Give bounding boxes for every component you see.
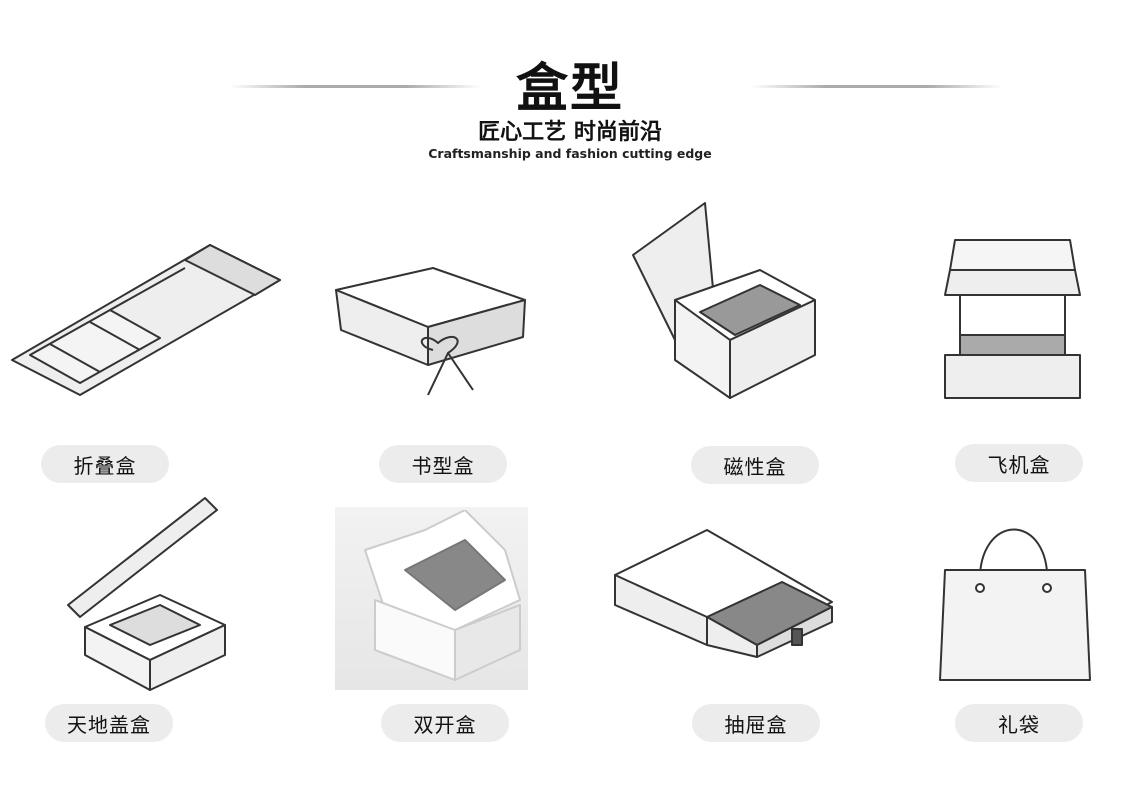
box-type-mailer[interactable]: 飞机盒 — [955, 444, 1083, 482]
magnetic-box-icon — [632, 202, 816, 399]
box-type-label: 飞机盒 — [987, 452, 1051, 477]
box-type-lid-base[interactable]: 天地盖盒 — [45, 704, 173, 742]
box-type-label: 礼袋 — [998, 712, 1040, 737]
lid-base-box-icon — [67, 497, 226, 691]
drawer-box-icon — [614, 529, 833, 658]
box-type-double-open[interactable]: 双开盒 — [381, 704, 509, 742]
box-type-label: 双开盒 — [413, 712, 477, 737]
box-type-drawer[interactable]: 抽屉盒 — [692, 704, 820, 742]
page-subtitle-english: Craftsmanship and fashion cutting edge — [428, 146, 712, 161]
box-type-label: 抽屉盒 — [724, 712, 788, 737]
header-divider-left — [230, 85, 480, 88]
box-type-label: 折叠盒 — [73, 453, 137, 478]
box-type-book[interactable]: 书型盒 — [379, 445, 507, 483]
box-type-label: 天地盖盒 — [67, 712, 151, 737]
page-title: 盒型 — [515, 59, 624, 119]
box-type-label: 书型盒 — [411, 453, 475, 478]
box-type-gift-bag[interactable]: 礼袋 — [955, 704, 1083, 742]
folding-box-icon — [11, 244, 281, 396]
book-box-icon — [335, 267, 526, 396]
box-type-label: 磁性盒 — [723, 454, 787, 479]
gift-bag-icon — [939, 528, 1091, 681]
box-type-magnetic[interactable]: 磁性盒 — [691, 446, 819, 484]
box-type-folding[interactable]: 折叠盒 — [41, 445, 169, 483]
page-subtitle: 匠心工艺 时尚前沿 — [478, 120, 662, 145]
header-divider-right — [752, 85, 1002, 88]
mailer-box-icon — [944, 239, 1081, 399]
double-open-box-icon — [364, 510, 521, 681]
